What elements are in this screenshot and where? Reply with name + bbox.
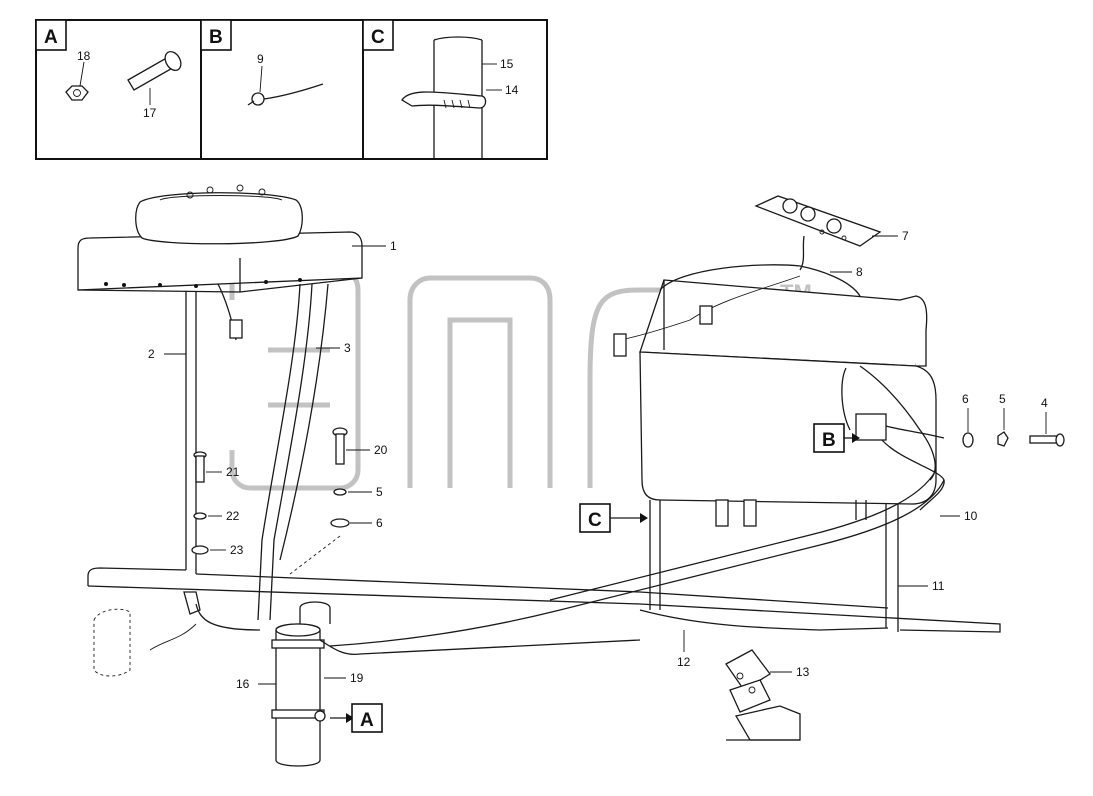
bolt-17-icon <box>127 51 182 91</box>
label-22: 22 <box>226 509 240 523</box>
bolt-21-icon <box>193 451 207 483</box>
switch-13 <box>725 649 801 741</box>
ac-unit-1: 1 <box>77 184 397 293</box>
valve-block <box>855 413 887 441</box>
washer-23-icon <box>191 545 209 555</box>
label-6a: 6 <box>376 516 383 530</box>
cable-tie-14-icon <box>401 91 487 109</box>
label-10: 10 <box>964 509 978 523</box>
svg-text:A: A <box>360 710 374 731</box>
view-tag-c <box>579 503 611 533</box>
label-21: 21 <box>226 465 240 479</box>
label-23: 23 <box>230 543 244 557</box>
bolt-4-icon <box>1029 433 1065 447</box>
label-1: 1 <box>390 239 397 253</box>
label-14: 14 <box>505 83 519 97</box>
detail-tag-a: A <box>44 27 58 48</box>
detail-box-b: B 9 <box>200 19 364 160</box>
view-tag-a <box>351 703 383 733</box>
label-7: 7 <box>902 229 909 243</box>
label-18: 18 <box>77 49 91 63</box>
washer-6b-icon <box>962 432 974 448</box>
label-5b: 5 <box>999 392 1006 406</box>
label-13: 13 <box>796 665 810 679</box>
label-16: 16 <box>236 677 250 691</box>
label-11: 11 <box>932 579 945 593</box>
connector-left <box>93 591 261 677</box>
nut-18-icon <box>65 85 89 101</box>
bolt-20-icon <box>332 427 348 465</box>
receiver-drier-16 <box>271 601 641 767</box>
label-2: 2 <box>148 347 155 361</box>
detail-box-a: A 18 17 <box>35 19 202 160</box>
label-9: 9 <box>257 52 264 66</box>
clip-9-icon <box>247 83 324 106</box>
label-4: 4 <box>1041 396 1048 410</box>
label-12: 12 <box>677 655 691 669</box>
detail-tag-b: B <box>209 27 223 48</box>
washer-6-icon <box>330 518 350 528</box>
detail-box-c: C 15 14 <box>362 19 548 160</box>
label-5a: 5 <box>376 485 383 499</box>
label-19: 19 <box>350 671 364 685</box>
label-3: 3 <box>344 341 351 355</box>
control-panel-7 <box>754 195 882 271</box>
washer-22-icon <box>193 512 207 520</box>
washer-5-icon <box>333 488 347 496</box>
svg-text:C: C <box>588 510 602 531</box>
svg-text:B: B <box>822 430 836 451</box>
label-6b: 6 <box>962 392 969 406</box>
hose-10 <box>329 469 945 647</box>
nut-5b-icon <box>997 431 1009 447</box>
label-15: 15 <box>500 57 514 71</box>
detail-tag-c: C <box>371 27 385 48</box>
label-20: 20 <box>374 443 388 457</box>
evaporator-unit-8 <box>613 264 945 527</box>
hose-3 <box>217 283 341 621</box>
mounting-frame <box>87 292 1001 633</box>
label-8: 8 <box>856 265 863 279</box>
label-17: 17 <box>143 106 157 120</box>
